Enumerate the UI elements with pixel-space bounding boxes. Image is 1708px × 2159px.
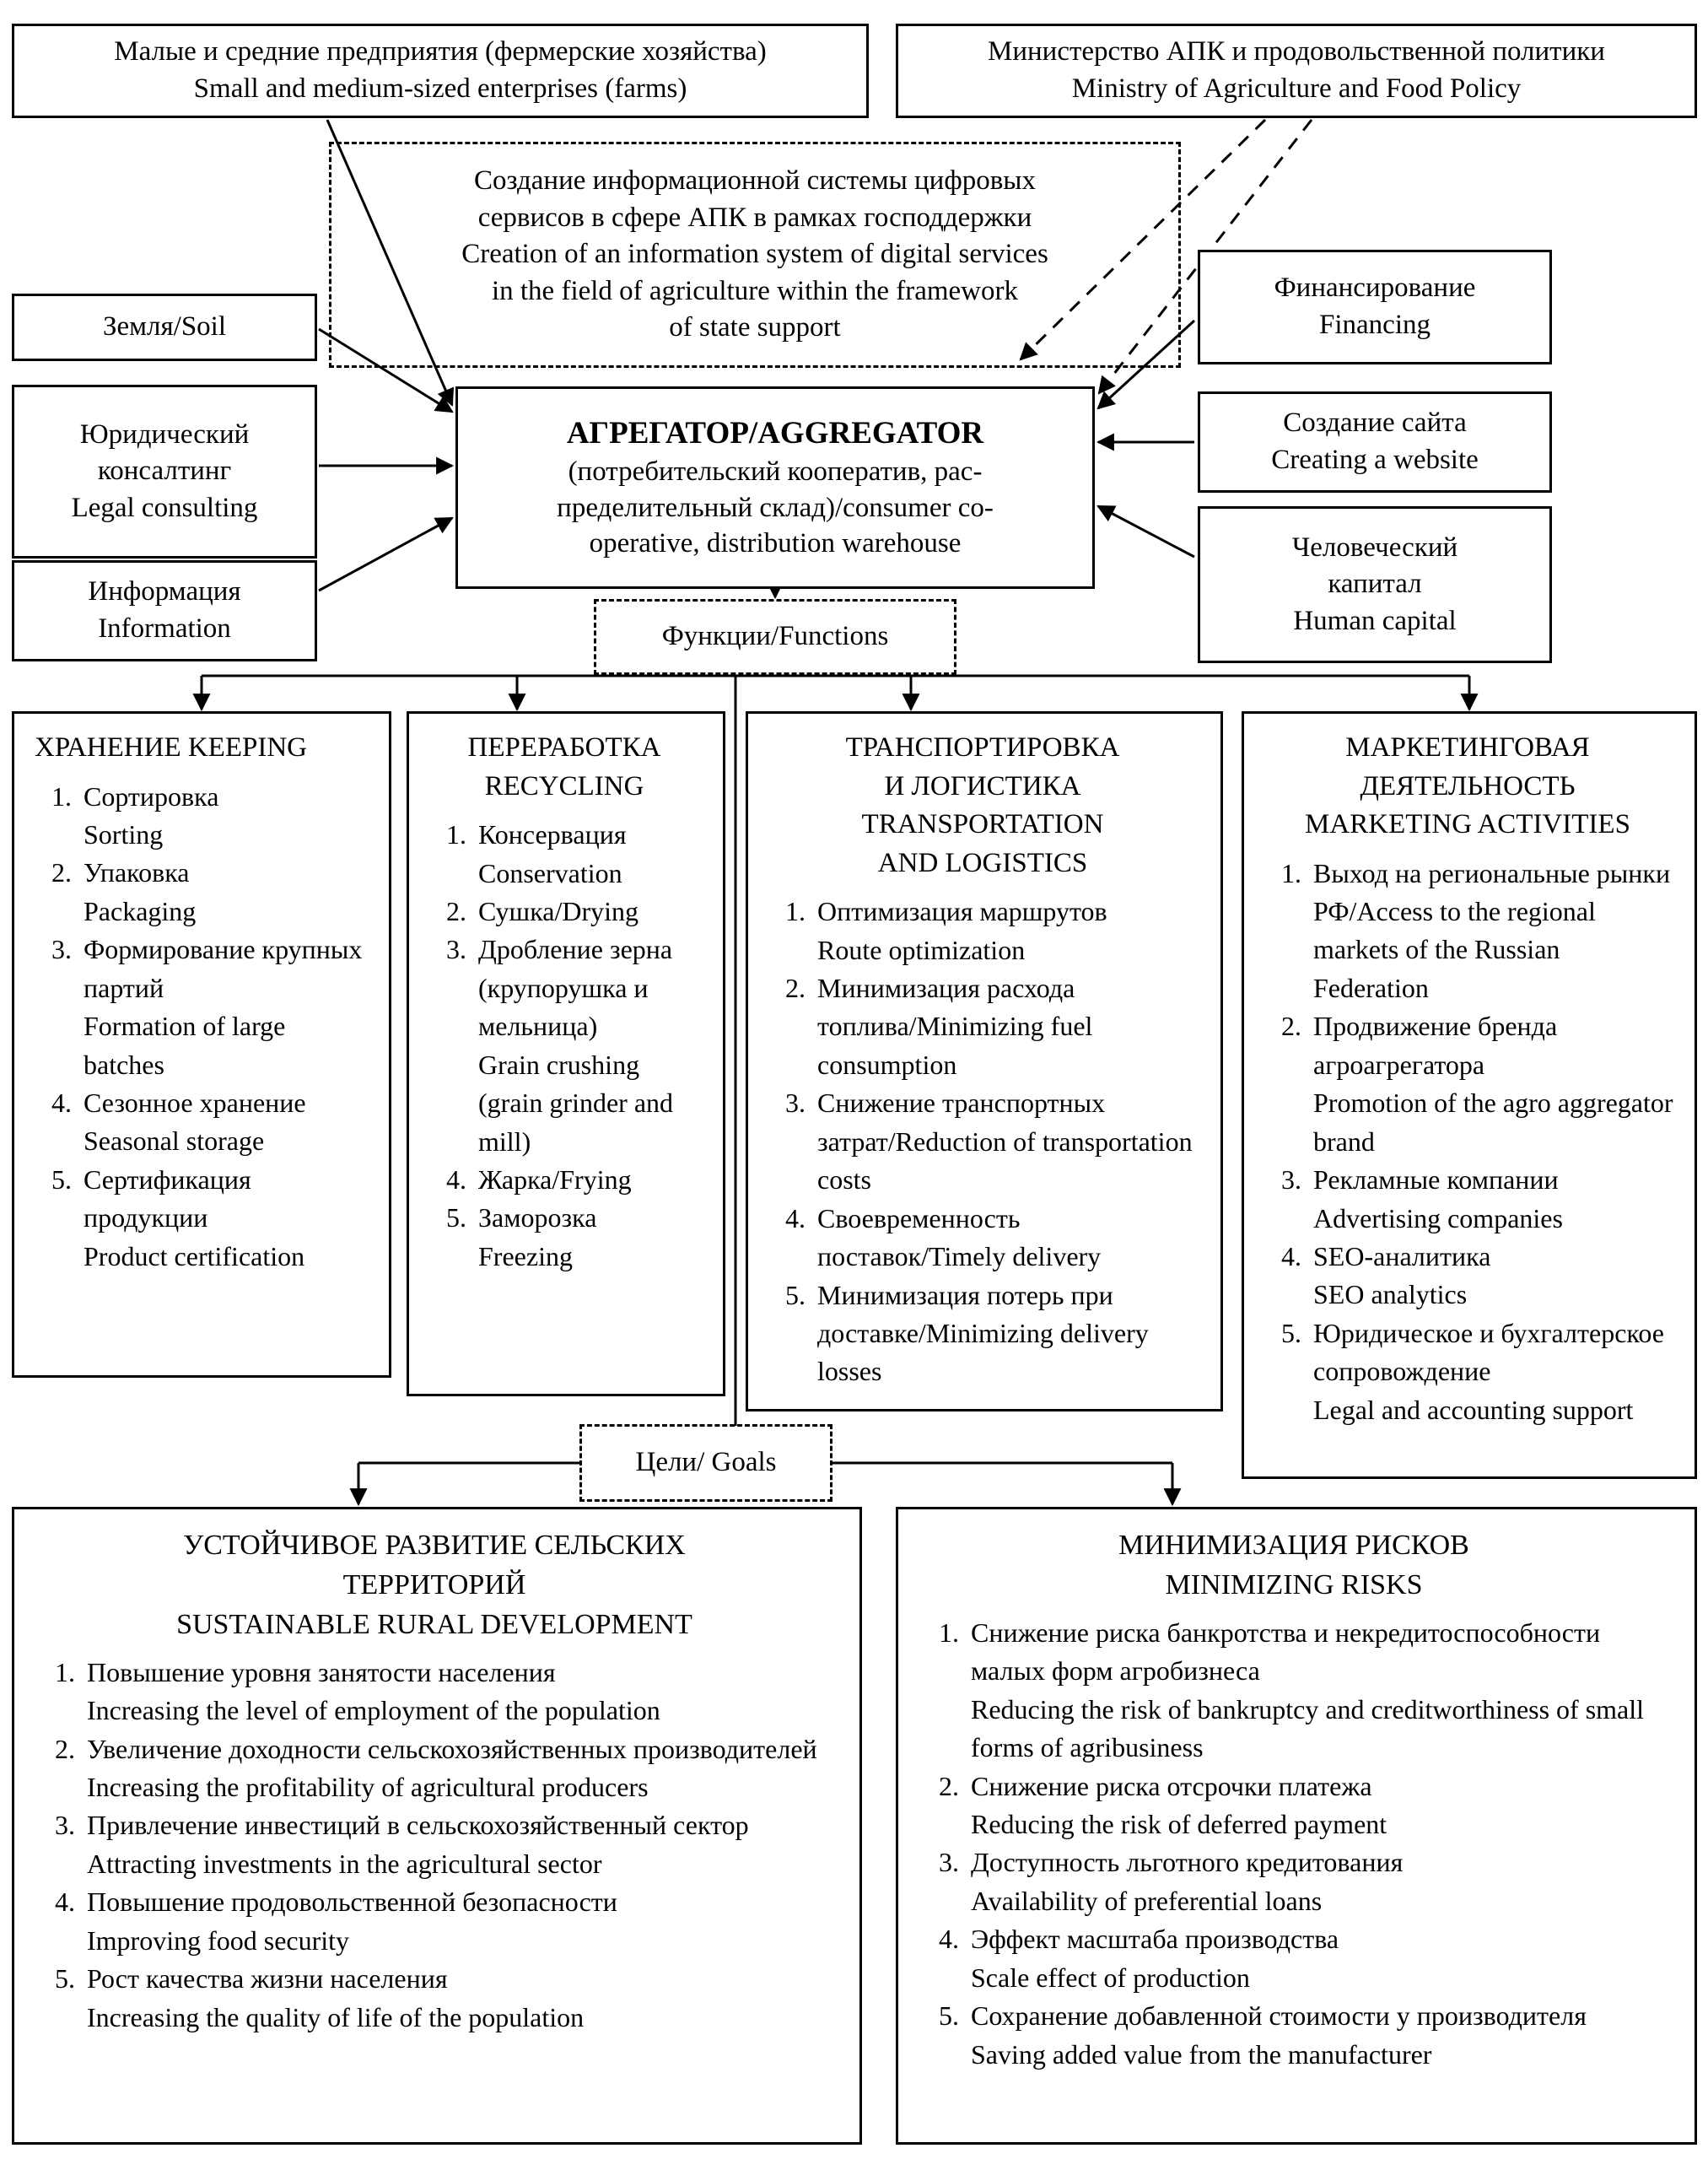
function-box-keeping: ХРАНЕНИЕ KEEPING Сортировка Sorting Упак… (12, 711, 391, 1378)
marketing-item: SEO-аналитика SEO analytics (1308, 1238, 1678, 1314)
transport-item: Своевременность поставок/Timely delivery (812, 1200, 1204, 1277)
goals-label-box: Цели/ Goals (579, 1424, 832, 1502)
state-support-box: Создание информационной системы цифровых… (329, 142, 1181, 368)
marketing-title: МАРКЕТИНГОВАЯ ДЕЯТЕЛЬНОСТЬ MARKETING ACT… (1305, 732, 1630, 840)
arrow-information-to-aggregator (318, 516, 454, 592)
transport-item: Минимизация потерь при доставке/Minimizi… (812, 1277, 1204, 1391)
functions-label-box: Функции/Functions (594, 599, 956, 675)
marketing-list: Выход на региональные рынки РФ/Access to… (1258, 855, 1678, 1430)
recycling-title: ПЕРЕРАБОТКА RECYCLING (467, 732, 661, 802)
marketing-item: Продвижение бренда агроагрегатора Promot… (1308, 1007, 1678, 1161)
ministry-box: Министерство АПК и продовольственной пол… (896, 24, 1697, 118)
rural-item: Привлечение инвестиций в сельскохозяйств… (82, 1806, 838, 1883)
marketing-item: Выход на региональные рынки РФ/Access to… (1308, 855, 1678, 1008)
aggregator-title: АГРЕГАТОР/AGGREGATOR (566, 415, 984, 451)
risks-item: Сохранение добавленной стоимости у произ… (966, 1997, 1673, 2074)
keeping-item: Упаковка Packaging (78, 854, 372, 931)
transport-title: ТРАНСПОРТИРОВКА И ЛОГИСТИКА TRANSPORTATI… (845, 732, 1120, 878)
transport-list: Оптимизация маршрутов Route optimization… (762, 893, 1204, 1391)
legal-consulting-box: Юридический консалтинг Legal consulting (12, 385, 317, 559)
arrow-human-capital-to-aggregator (1096, 505, 1195, 559)
keeping-item: Формирование крупных партий Formation of… (78, 931, 372, 1084)
website-box: Создание сайта Creating a website (1198, 391, 1552, 493)
function-box-marketing: МАРКЕТИНГОВАЯ ДЕЯТЕЛЬНОСТЬ MARKETING ACT… (1242, 711, 1697, 1479)
risks-item: Доступность льготного кредитования Avail… (966, 1843, 1673, 1920)
keeping-item: Сезонное хранение Seasonal storage (78, 1084, 372, 1161)
human-capital-box: Человеческий капитал Human capital (1198, 506, 1552, 663)
recycling-item: Заморозка Freezing (473, 1199, 706, 1276)
recycling-item: Дробление зерна (крупорушка и мельница) … (473, 931, 706, 1161)
goal-box-rural-development: УСТОЙЧИВОЕ РАЗВИТИЕ СЕЛЬСКИХ ТЕРРИТОРИЙ … (12, 1507, 862, 2145)
information-box: Информация Information (12, 560, 317, 661)
keeping-item: Сортировка Sorting (78, 778, 372, 855)
keeping-list: Сортировка Sorting Упаковка Packaging Фо… (28, 778, 372, 1277)
risks-list: Снижение риска банкротства и некредитосп… (915, 1614, 1673, 2074)
recycling-item: Жарка/Frying (473, 1161, 706, 1199)
transport-item: Снижение транспортных затрат/Reduction o… (812, 1084, 1204, 1199)
risks-title: МИНИМИЗАЦИЯ РИСКОВ MINIMIZING RISKS (1118, 1530, 1469, 1600)
risks-item: Снижение риска банкротства и некредитосп… (966, 1614, 1673, 1768)
rural-title: УСТОЙЧИВОЕ РАЗВИТИЕ СЕЛЬСКИХ ТЕРРИТОРИЙ … (176, 1530, 692, 1640)
transport-item: Минимизация расхода топлива/Minimizing f… (812, 969, 1204, 1084)
aggregator-subtitle: (потребительский кооператив, рас- предел… (557, 456, 994, 559)
rural-item: Увеличение доходности сельскохозяйственн… (82, 1730, 838, 1807)
rural-item: Повышение продовольственной безопасности… (82, 1883, 838, 1960)
rural-item: Повышение уровня занятости населения Inc… (82, 1654, 838, 1730)
goal-box-minimizing-risks: МИНИМИЗАЦИЯ РИСКОВ MINIMIZING RISKS Сниж… (896, 1507, 1697, 2145)
marketing-item: Юридическое и бухгалтерское сопровождени… (1308, 1314, 1678, 1429)
recycling-item: Сушка/Drying (473, 893, 706, 931)
recycling-list: Консервация Conservation Сушка/Drying Др… (423, 816, 706, 1276)
financing-box: Финансирование Financing (1198, 250, 1552, 364)
function-box-transport: ТРАНСПОРТИРОВКА И ЛОГИСТИКА TRANSPORTATI… (746, 711, 1223, 1411)
rural-list: Повышение уровня занятости населения Inc… (31, 1654, 838, 2037)
aggregator-box: АГРЕГАТОР/AGGREGATOR (потребительский ко… (455, 386, 1095, 589)
marketing-item: Рекламные компании Advertising companies (1308, 1161, 1678, 1238)
recycling-item: Консервация Conservation (473, 816, 706, 893)
risks-item: Эффект масштаба производства Scale effec… (966, 1920, 1673, 1997)
transport-item: Оптимизация маршрутов Route optimization (812, 893, 1204, 969)
sme-box: Малые и средние предприятия (фермерские … (12, 24, 869, 118)
soil-box: Земля/Soil (12, 294, 317, 361)
risks-item: Снижение риска отсрочки платежа Reducing… (966, 1768, 1673, 1844)
keeping-item: Сертификация продукции Product certifica… (78, 1161, 372, 1276)
rural-item: Рост качества жизни населения Increasing… (82, 1960, 838, 2037)
function-box-recycling: ПЕРЕРАБОТКА RECYCLING Консервация Conser… (407, 711, 725, 1396)
keeping-title: ХРАНЕНИЕ KEEPING (35, 732, 308, 763)
